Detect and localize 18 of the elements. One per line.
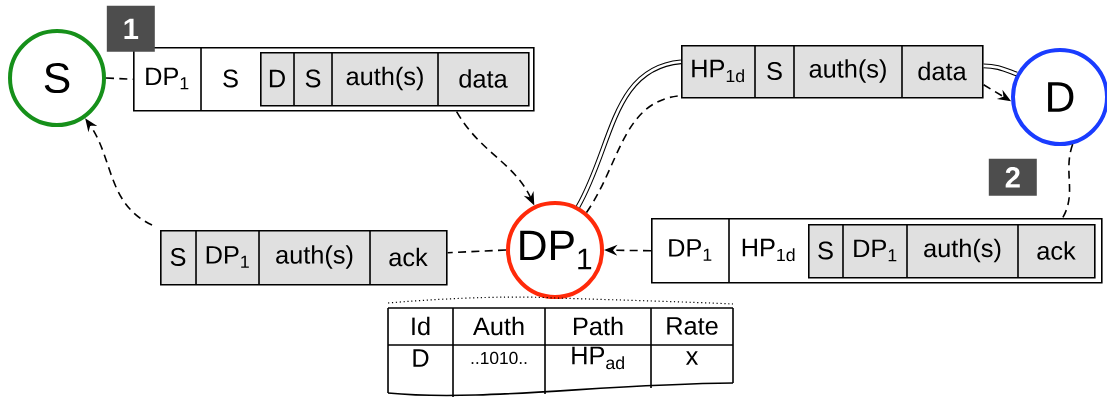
table-cell: Rate xyxy=(667,317,718,335)
table-cell: Id xyxy=(412,316,430,336)
table-cell: ..1010.. xyxy=(471,351,527,365)
table-cell: D xyxy=(413,349,429,367)
packet-box: HP$_{1d}$ S auth(s) data xyxy=(681,44,984,99)
payload-box: S DP$_{1}$ auth(s) ack xyxy=(808,223,1096,279)
packet-box: DP$_{1}$ S D S auth(s) data xyxy=(133,46,535,112)
callout-number: 2 xyxy=(988,158,1037,196)
callout-number: 1 xyxy=(106,5,155,52)
circle-node: DP$_{1}$ xyxy=(506,201,604,299)
table-cell: Path xyxy=(574,316,623,336)
table-cell: x xyxy=(685,351,699,365)
packet-box: DP$_{1}$ HP$_{1d}$ S DP$_{1}$ auth(s) ack xyxy=(651,217,1103,284)
packet-box: S DP$_{1}$ auth(s) ack xyxy=(160,229,448,286)
payload-box: D S auth(s) data xyxy=(260,51,530,107)
table-cell: Auth xyxy=(473,316,524,336)
circle-node: S xyxy=(8,29,106,127)
table-cell: HP$_{ad}$ xyxy=(572,346,624,370)
